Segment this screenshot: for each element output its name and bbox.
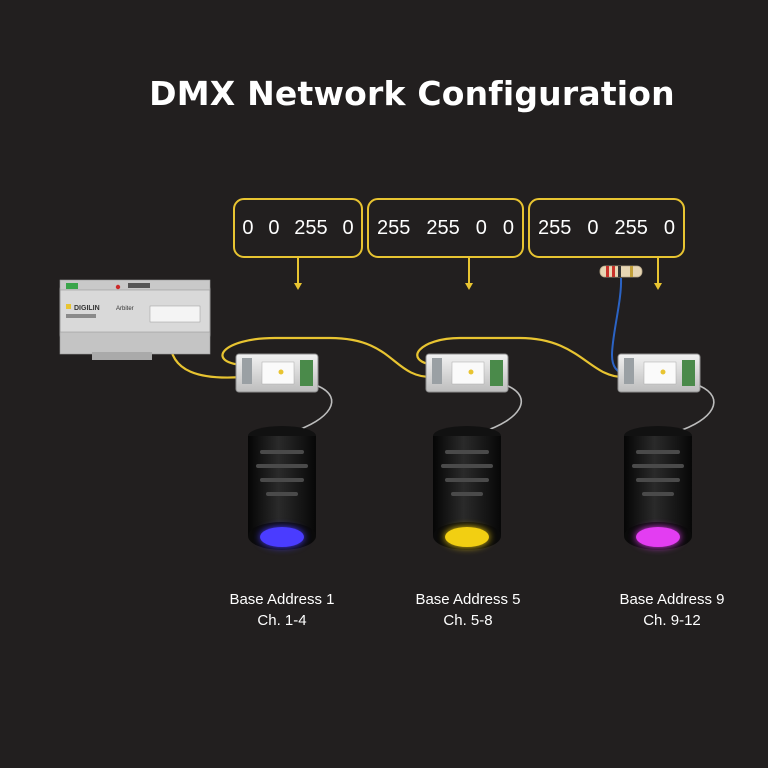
channel-range-label: Ch. 5-8 bbox=[443, 612, 493, 629]
lamp-lens bbox=[260, 527, 304, 547]
channel-value: 255 bbox=[294, 216, 328, 239]
lamp-lens bbox=[445, 527, 489, 547]
channel-value: 255 bbox=[426, 216, 460, 239]
controller-brand: DIGILIN bbox=[74, 305, 100, 312]
base-address-label: Base Address 1 bbox=[229, 591, 335, 608]
channel-value: 0 bbox=[663, 216, 675, 239]
spotlight-fixture-icon bbox=[248, 426, 316, 550]
fixture-caption-2: Base Address 5 Ch. 5-8 bbox=[378, 589, 558, 631]
arrow-down-icon bbox=[654, 258, 662, 290]
fixture-caption-3: Base Address 9 Ch. 9-12 bbox=[582, 589, 762, 631]
fixture-caption-1: Base Address 1 Ch. 1-4 bbox=[192, 589, 372, 631]
decoder-module-icon bbox=[617, 353, 701, 393]
channel-values-box-3: 255 0 255 0 bbox=[528, 198, 685, 258]
decoder-module-icon bbox=[425, 353, 509, 393]
channel-value: 255 bbox=[538, 216, 572, 239]
channel-value: 255 bbox=[377, 216, 411, 239]
channel-value: 0 bbox=[242, 216, 254, 239]
channel-value: 0 bbox=[342, 216, 354, 239]
decoder-module-icon bbox=[235, 353, 319, 393]
arrow-down-icon bbox=[294, 258, 302, 290]
channel-value: 0 bbox=[587, 216, 599, 239]
spotlight-fixture-icon bbox=[624, 426, 692, 550]
channel-value: 0 bbox=[268, 216, 280, 239]
controller-model: Arbiter bbox=[116, 306, 134, 312]
channel-value: 0 bbox=[502, 216, 514, 239]
channel-range-label: Ch. 1-4 bbox=[257, 612, 307, 629]
channel-values-box-2: 255 255 0 0 bbox=[367, 198, 524, 258]
base-address-label: Base Address 9 bbox=[619, 591, 725, 608]
base-address-label: Base Address 5 bbox=[415, 591, 521, 608]
channel-value: 0 bbox=[475, 216, 487, 239]
channel-range-label: Ch. 9-12 bbox=[643, 612, 701, 629]
page-title: DMX Network Configuration bbox=[149, 74, 675, 113]
channel-value: 255 bbox=[614, 216, 648, 239]
lamp-lens bbox=[636, 527, 680, 547]
lamp-cable bbox=[291, 385, 715, 433]
dmx-controller-icon: DIGILIN Arbiter bbox=[59, 279, 211, 360]
channel-values-box-1: 0 0 255 0 bbox=[233, 198, 363, 258]
arrow-down-icon bbox=[465, 258, 473, 290]
spotlight-fixture-icon bbox=[433, 426, 501, 550]
